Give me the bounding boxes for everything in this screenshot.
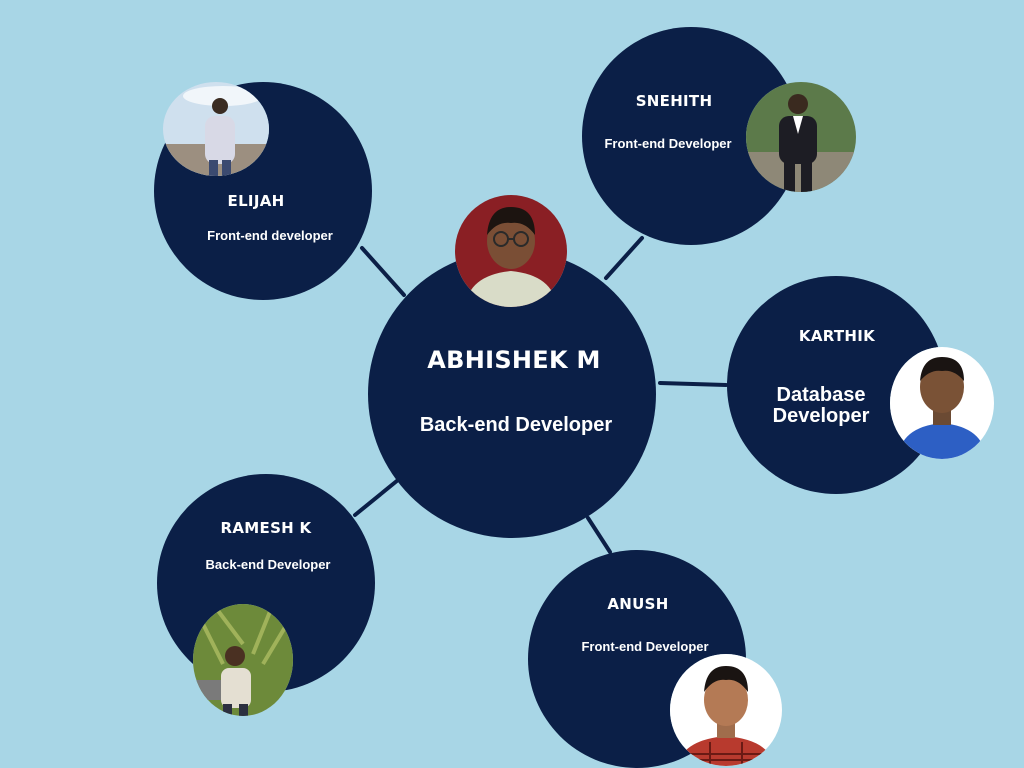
member-name-snehith: SNEHITH xyxy=(635,92,713,110)
center-name: ABHISHEK M xyxy=(427,346,601,374)
connector-karthik xyxy=(658,381,728,387)
member-name-karthik: KARTHIK xyxy=(798,327,876,345)
member-name-ramesh: RAMESH K xyxy=(220,519,312,537)
person-photo-icon xyxy=(163,82,269,176)
member-role-elijah: Front-end developer xyxy=(207,228,333,243)
person-photo-icon xyxy=(746,82,856,192)
connector-snehith xyxy=(604,236,644,280)
member-role-snehith: Front-end Developer xyxy=(604,136,732,151)
person-photo-icon xyxy=(670,654,782,766)
member-role-ramesh: Back-end Developer xyxy=(205,557,331,572)
member-name-anush: ANUSH xyxy=(607,595,669,613)
connector-ramesh xyxy=(353,478,400,517)
person-photo-icon xyxy=(193,604,293,716)
member-name-elijah: ELIJAH xyxy=(227,192,285,210)
member-role-karthik: Database Developer xyxy=(772,384,870,427)
member-role-anush: Front-end Developer xyxy=(581,639,709,654)
connector-anush xyxy=(586,516,612,554)
connector-elijah xyxy=(360,246,406,297)
person-photo-icon xyxy=(890,347,994,459)
center-role: Back-end Developer xyxy=(419,414,613,436)
person-photo-icon xyxy=(455,195,567,307)
